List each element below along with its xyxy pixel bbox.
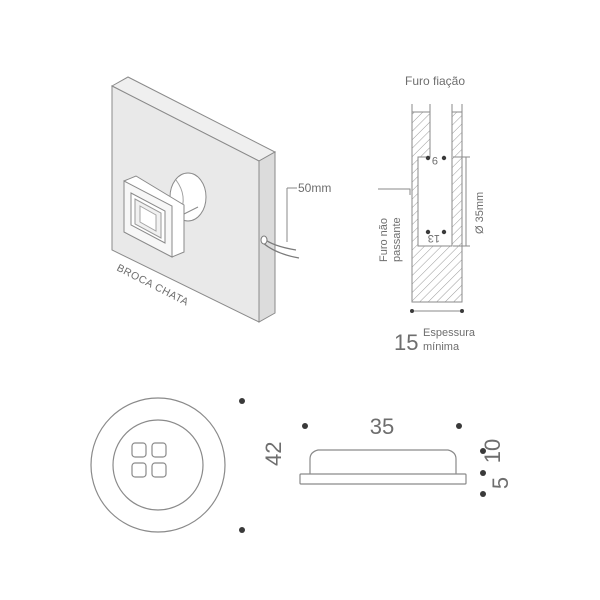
- top-depth-dim: 9: [432, 154, 438, 166]
- width-dim: 35: [370, 414, 394, 439]
- led-grid: [131, 442, 167, 478]
- installation-view: 50mm BROCA CHATA: [110, 76, 331, 323]
- bottom-depth-dim: 13: [428, 232, 440, 244]
- recessed-light-fixture: [123, 175, 199, 258]
- side-view: 35 10 5: [299, 414, 513, 497]
- thickness-value: 15: [394, 330, 418, 355]
- diameter-label: Ø 35mm: [474, 192, 486, 234]
- fixture-body-profile: [309, 449, 457, 474]
- wires: [260, 235, 300, 259]
- blind-hole-label-1: Furo não: [378, 218, 390, 262]
- thickness-label-2: mínima: [423, 341, 460, 353]
- wall-side-face: [258, 151, 276, 323]
- section-view: Furo fiação 9 13 Ø 35mm Furo não passant…: [378, 74, 486, 355]
- total-height-dim: 10: [480, 439, 505, 463]
- fixture-flange: [299, 473, 467, 485]
- thickness-label-1: Espessura: [423, 327, 476, 339]
- flange-height-dim: 5: [488, 477, 513, 489]
- cavity-outline: [417, 104, 453, 247]
- depth-label: 50mm: [298, 181, 331, 195]
- diameter-dim: 42: [261, 442, 286, 466]
- front-view: 42: [90, 397, 286, 533]
- blind-hole-label-2: passante: [391, 217, 403, 262]
- wiring-hole-label: Furo fiação: [405, 74, 465, 88]
